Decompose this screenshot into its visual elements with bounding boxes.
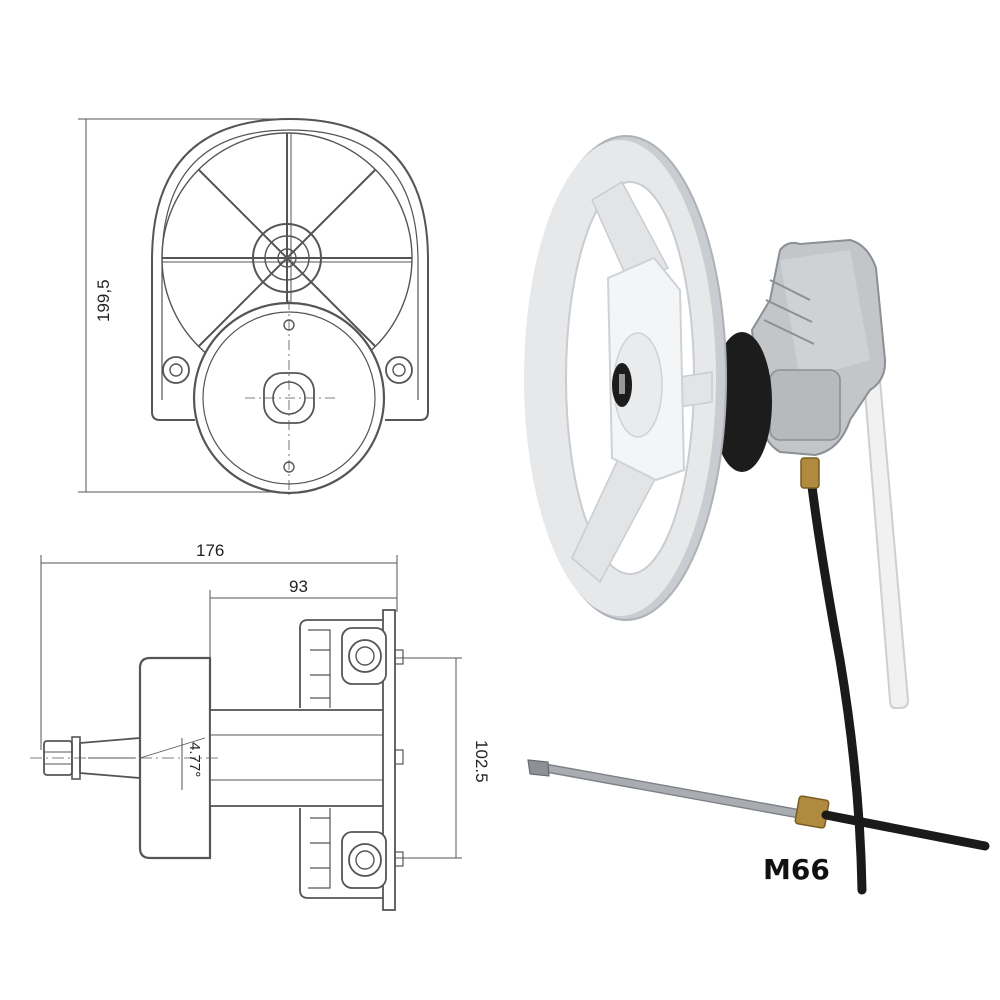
top-boss: [341, 627, 387, 685]
overall-length-label: 176: [196, 541, 224, 560]
push-rod: [533, 761, 813, 821]
hub-outer: [252, 223, 322, 293]
hydraulic-tube: [862, 379, 910, 709]
housing-outline: [151, 117, 429, 421]
helm-housing-shade: [780, 250, 870, 380]
hub-middle: [264, 235, 310, 281]
helm-port-block: [769, 369, 841, 441]
rod-cable: [821, 810, 990, 851]
cable-brass-fitting: [800, 457, 820, 489]
product-photo: [524, 135, 990, 895]
right-mount-hole-outer: [385, 356, 413, 384]
top-boss-hole-outer: [348, 639, 382, 673]
height-dimension-label: 199,5: [94, 279, 113, 322]
tilt-angle-label: 4.77°: [186, 742, 203, 777]
hub-inner: [277, 248, 297, 268]
left-mount-hole-inner: [169, 363, 183, 377]
logo-mark: [619, 374, 625, 394]
housing-inner-outline: [161, 129, 419, 400]
spokes: [162, 133, 412, 383]
bottom-bracket-detail: [308, 808, 331, 889]
helm-bezel: [712, 332, 772, 472]
top-boss-hole-inner: [355, 646, 375, 666]
left-mount-hole-outer: [162, 356, 190, 384]
bottom-boss: [341, 831, 387, 889]
angle-line: [139, 737, 206, 759]
helm-fins: [763, 279, 815, 345]
model-caption: M66: [763, 853, 830, 886]
right-mount-hole-inner: [392, 363, 406, 377]
bottom-boss-hole-inner: [355, 850, 375, 870]
body-tube: [209, 709, 386, 807]
rod-end: [527, 759, 550, 777]
mount-length-label: 93: [289, 577, 308, 596]
mount-height-label: 102.5: [472, 740, 491, 783]
bezel-side: [138, 656, 212, 860]
side-view-drawing: [30, 555, 462, 911]
front-view-drawing: [78, 117, 429, 495]
bottom-boss-hole-outer: [348, 843, 382, 877]
top-bracket-detail: [308, 629, 331, 708]
